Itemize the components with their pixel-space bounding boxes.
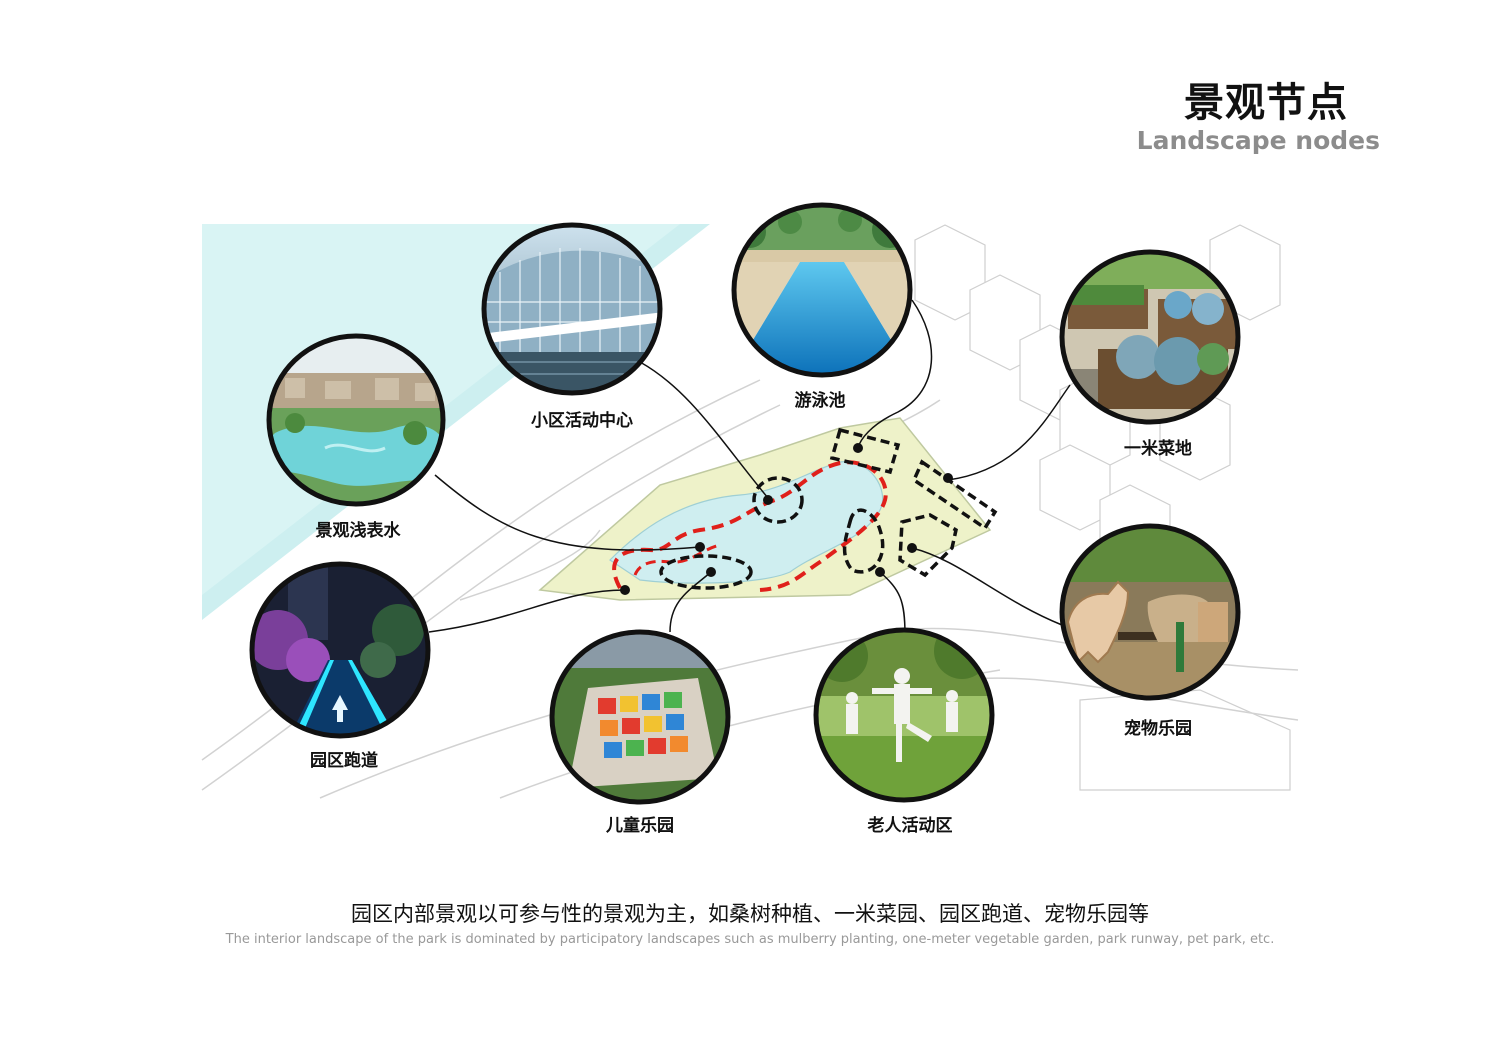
caption-zh: 园区内部景观以可参与性的景观为主，如桑树种植、一米菜园、园区跑道、宠物乐园等 bbox=[351, 902, 1149, 926]
vegetable-beds-photo-icon bbox=[1059, 249, 1241, 425]
node-outlines bbox=[659, 427, 998, 590]
node-shallow-water[interactable] bbox=[265, 333, 447, 511]
node-one-meter-vegetable-plot[interactable] bbox=[1058, 249, 1242, 429]
playground-photo-icon bbox=[549, 629, 731, 805]
label-pet-park: 宠物乐园 bbox=[1124, 719, 1192, 739]
label-elderly-activity-area: 老人活动区 bbox=[867, 816, 953, 836]
page-title-zh: 景观节点 bbox=[1184, 80, 1348, 126]
connector-lines bbox=[428, 299, 1071, 636]
node-children-playground[interactable] bbox=[548, 628, 732, 810]
night-track-photo-icon bbox=[249, 561, 431, 739]
connector-dots bbox=[620, 443, 953, 595]
taichi-photo-icon bbox=[813, 627, 995, 803]
plan-water-pool bbox=[609, 461, 884, 584]
node-community-center[interactable] bbox=[480, 222, 664, 400]
caption-en: The interior landscape of the park is do… bbox=[225, 932, 1275, 947]
node-elderly-activity-area[interactable] bbox=[812, 626, 996, 808]
label-swimming-pool: 游泳池 bbox=[794, 391, 846, 411]
node-swimming-pool[interactable] bbox=[730, 202, 914, 382]
label-shallow-water: 景观浅表水 bbox=[315, 521, 401, 541]
pool-photo-icon bbox=[731, 202, 913, 378]
page-title-en: Landscape nodes bbox=[1136, 126, 1380, 155]
label-park-runway: 园区跑道 bbox=[310, 751, 378, 771]
label-vegetable-plot: 一米菜地 bbox=[1124, 439, 1192, 459]
node-park-runway[interactable] bbox=[248, 560, 432, 744]
node-pet-park[interactable] bbox=[1058, 522, 1242, 706]
label-community-center: 小区活动中心 bbox=[531, 411, 633, 431]
lagoon-photo-icon bbox=[266, 333, 446, 507]
glass-building-photo-icon bbox=[481, 222, 663, 396]
pet-park-photo-icon bbox=[1059, 523, 1241, 701]
label-children-playground: 儿童乐园 bbox=[606, 816, 674, 836]
